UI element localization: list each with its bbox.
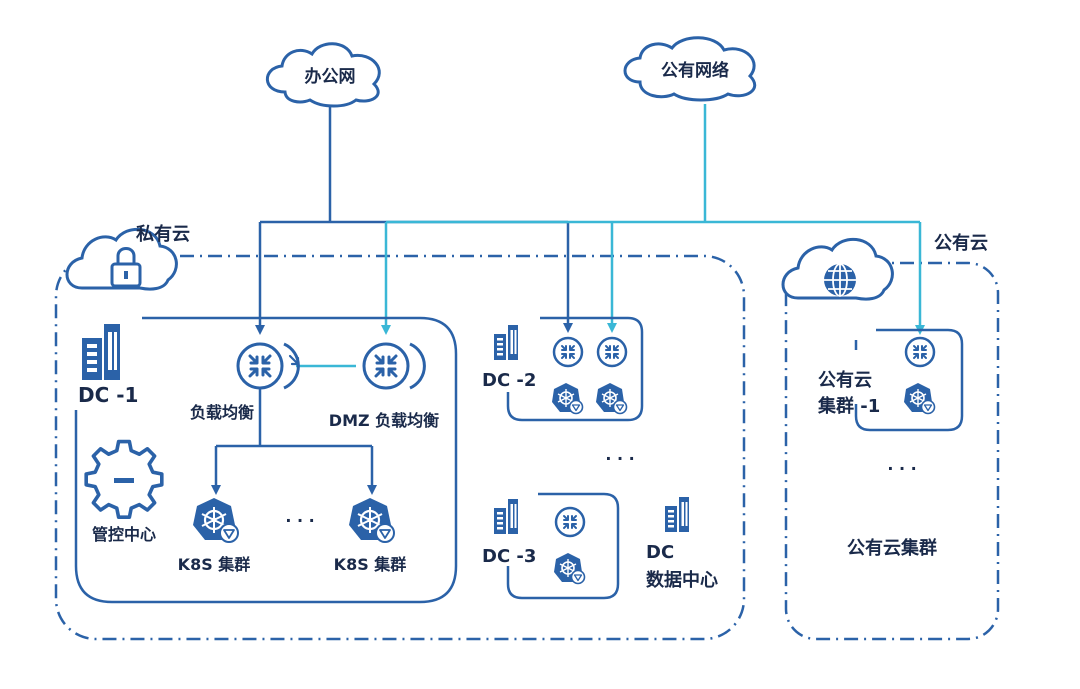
dc2-lb-icon [552, 336, 584, 368]
private-cloud-label: 私有云 [136, 223, 190, 245]
office-network-links [255, 106, 573, 335]
k8s-cluster-a-label: K8S 集群 [178, 555, 251, 574]
dc1-internal-links [211, 386, 377, 495]
dc2-k8s-icon-2 [595, 382, 628, 415]
dmz-load-balancer-label: DMZ 负载均衡 [329, 411, 439, 430]
public-cluster-lb-icon [904, 336, 936, 368]
office-network-cloud-icon [265, 42, 381, 108]
public-network-label: 公有网络 [661, 60, 729, 81]
gear-icon [84, 439, 164, 520]
dc1-name: DC -1 [78, 383, 138, 407]
load-balancer-icon [236, 342, 300, 390]
dc2-name: DC -2 [482, 370, 536, 391]
public-cloud-region [784, 261, 1000, 641]
dc3-k8s-icon [553, 552, 586, 585]
public-network-cloud-icon [623, 36, 757, 102]
dc3-name: DC -3 [482, 546, 536, 567]
public-cluster-name-line2: 集群 -1 [817, 395, 880, 417]
k8s-cluster-b-icon [347, 496, 396, 544]
public-cloud-label: 公有云 [934, 232, 988, 254]
public-cluster-name-line1: 公有云 [818, 369, 872, 391]
load-balancer-label: 负载均衡 [190, 403, 254, 422]
k8s-cluster-b-label: K8S 集群 [334, 555, 407, 574]
dc1-boundary [74, 316, 458, 604]
dc3-building-icon [494, 499, 518, 534]
dc2-building-icon [494, 325, 518, 360]
dc2-boundary [506, 316, 644, 422]
dc2-dmz-lb-icon [596, 336, 628, 368]
private-cloud-region [54, 254, 746, 641]
dc3-lb-icon [554, 506, 586, 538]
lock-cloud-icon [65, 227, 178, 291]
public-cluster-group-label: 公有云集群 [847, 537, 937, 559]
dc3-boundary [506, 492, 620, 600]
public-cluster-k8s-icon [903, 382, 936, 415]
public-cluster-boundary [854, 328, 964, 432]
dmz-load-balancer-icon [362, 342, 426, 390]
dc-ellipsis: · · · [605, 449, 634, 468]
datacenter-legend-line2: 数据中心 [646, 569, 718, 591]
datacenter-legend-icon [665, 497, 689, 532]
datacenter-legend-line1: DC [646, 542, 674, 563]
office-network-label: 办公网 [305, 66, 356, 87]
management-center-label: 管控中心 [92, 525, 156, 544]
dc2-k8s-icon [551, 382, 584, 415]
public-cluster-ellipsis: · · · [887, 459, 916, 478]
globe-cloud-icon [781, 237, 894, 301]
k8s-cluster-a-icon [191, 496, 240, 544]
public-network-links [381, 104, 925, 335]
dc1-building-icon [82, 324, 120, 380]
k8s-ellipsis: · · · [285, 511, 314, 530]
